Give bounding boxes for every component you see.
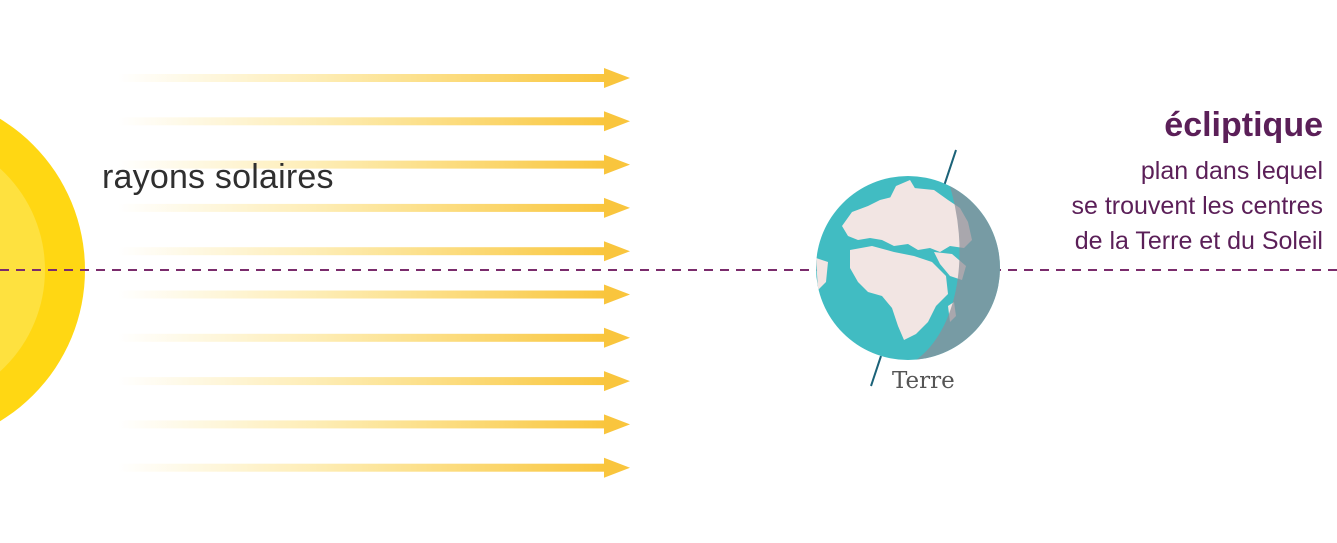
earth-land-arabia — [934, 252, 966, 280]
ecliptic-description-line: de la Terre et du Soleil — [1074, 227, 1323, 255]
sun-ray-arrowhead — [604, 414, 630, 435]
sun-ray-arrowhead — [604, 241, 630, 262]
sun-ray-arrowhead — [604, 197, 630, 218]
sun-ray-shaft — [118, 74, 606, 82]
sun-ray — [118, 154, 630, 175]
solar-rays — [118, 68, 630, 478]
sun-ray-shaft — [118, 420, 606, 429]
sun-ray — [118, 327, 630, 348]
sun-ray — [118, 68, 630, 88]
sun-ray-arrowhead — [604, 371, 630, 392]
sun-ray — [118, 457, 630, 478]
sun-ray-shaft — [118, 117, 606, 126]
sun-ray-shaft — [118, 290, 606, 299]
sun-ray-shaft — [118, 203, 606, 212]
sun-ray — [118, 371, 630, 392]
sun-ray-shaft — [118, 463, 606, 472]
sun-ray-arrowhead — [604, 457, 630, 478]
sun-ray-arrowhead — [604, 111, 630, 132]
sun-ray-arrowhead — [604, 284, 630, 305]
earth-axis-bottom — [870, 355, 882, 387]
sun-ray-shaft — [118, 160, 606, 169]
sun-ray-arrowhead — [604, 327, 630, 348]
sun-ray — [118, 414, 630, 435]
ecliptic-description: plan dans lequel se trouvent les centres… — [903, 154, 1323, 259]
earth-label: Terre — [892, 368, 955, 394]
sun-ray — [118, 284, 630, 305]
earth-land-eurasia — [842, 188, 972, 252]
sun-ray — [118, 241, 630, 262]
sun-ray — [118, 111, 630, 132]
sun-ray-arrowhead — [604, 154, 630, 175]
rays-label: rayons solaires — [102, 158, 334, 196]
earth-land-africa — [850, 246, 948, 340]
sun-ray-shaft — [118, 377, 606, 386]
sun-ray — [118, 197, 630, 218]
sun-ray-shaft — [118, 333, 606, 342]
ecliptic-description-line: se trouvent les centres — [1071, 192, 1323, 220]
sun-ray-shaft — [118, 247, 606, 256]
earth-land-scandinavia — [888, 180, 916, 202]
ecliptic-title: écliptique — [1164, 106, 1323, 144]
ecliptic-description-line: plan dans lequel — [1140, 157, 1323, 185]
sun-ray-arrowhead — [604, 68, 630, 88]
earth-axis-top — [943, 149, 957, 187]
earth-land-americas — [816, 258, 828, 290]
